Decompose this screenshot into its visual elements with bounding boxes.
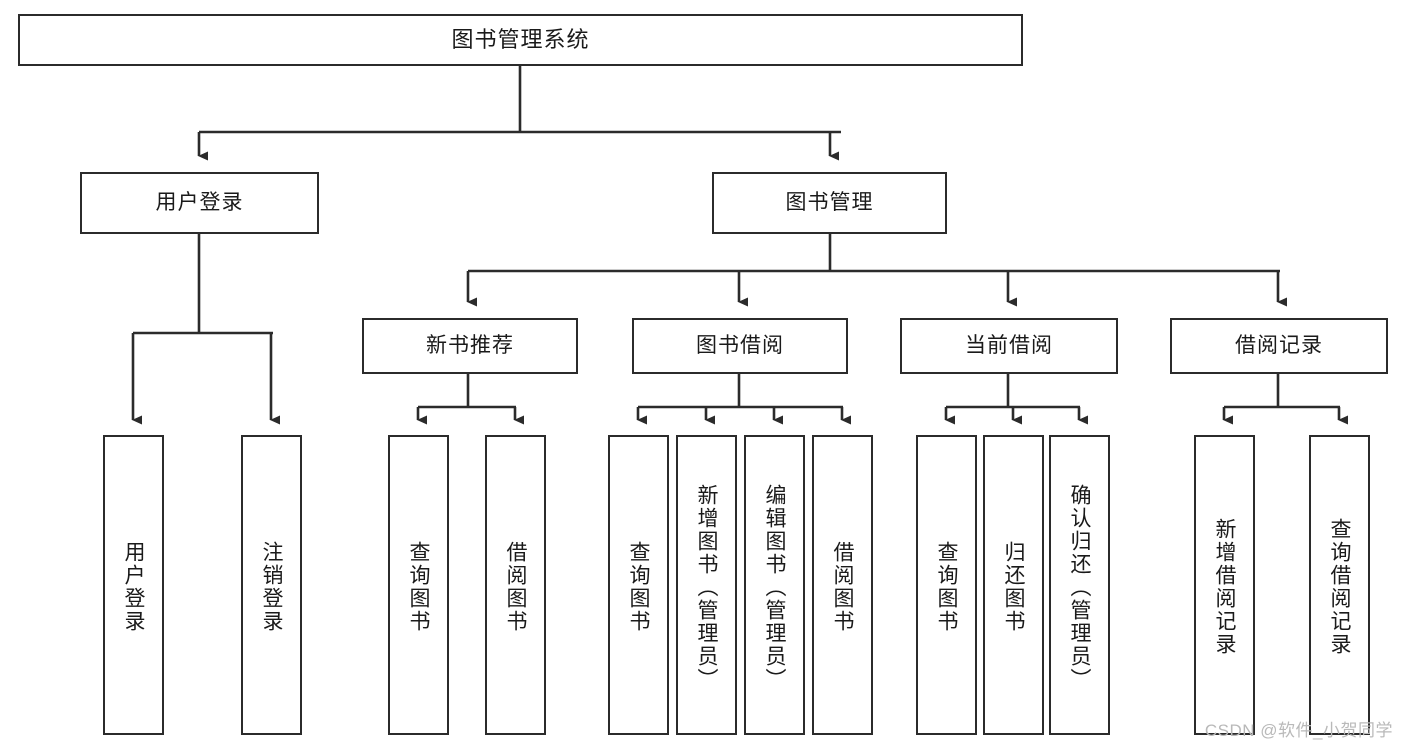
leaf-current-borrow-return[interactable]: 归还图书: [983, 435, 1044, 735]
leaf-new-book-query-label: 查询图书: [407, 541, 430, 633]
leaf-user-login-signin-label: 用户登录: [122, 541, 145, 633]
leaf-current-borrow-confirm-return-label: 确认归还（管理员）: [1068, 483, 1091, 691]
node-borrow-record[interactable]: 借阅记录: [1170, 318, 1388, 374]
leaf-borrow-record-query[interactable]: 查询借阅记录: [1309, 435, 1370, 735]
leaf-user-login-signout[interactable]: 注销登录: [241, 435, 302, 735]
node-user-login-label: 用户登录: [155, 191, 244, 215]
node-root-system[interactable]: 图书管理系统: [18, 14, 1023, 66]
node-current-borrow-label: 当前借阅: [965, 334, 1053, 358]
node-borrow-record-label: 借阅记录: [1235, 334, 1323, 358]
leaf-borrow-record-add-label: 新增借阅记录: [1213, 518, 1236, 656]
leaf-new-book-borrow-label: 借阅图书: [504, 541, 527, 633]
leaf-borrow-record-query-label: 查询借阅记录: [1328, 518, 1351, 656]
leaf-book-borrow-query[interactable]: 查询图书: [608, 435, 669, 735]
leaf-book-borrow-lend[interactable]: 借阅图书: [812, 435, 873, 735]
node-book-management[interactable]: 图书管理: [712, 172, 947, 234]
node-current-borrow[interactable]: 当前借阅: [900, 318, 1118, 374]
node-user-login[interactable]: 用户登录: [80, 172, 319, 234]
leaf-user-login-signin[interactable]: 用户登录: [103, 435, 164, 735]
leaf-current-borrow-return-label: 归还图书: [1002, 541, 1025, 633]
leaf-book-borrow-add-label: 新增图书（管理员）: [695, 483, 718, 691]
node-new-book-recommend-label: 新书推荐: [426, 334, 514, 358]
leaf-book-borrow-add[interactable]: 新增图书（管理员）: [676, 435, 737, 735]
node-book-borrow[interactable]: 图书借阅: [632, 318, 848, 374]
leaf-user-login-signout-label: 注销登录: [260, 541, 283, 633]
csdn-watermark: CSDN @软件_小贺同学: [1204, 721, 1393, 740]
node-book-management-label: 图书管理: [785, 191, 874, 215]
leaf-book-borrow-lend-label: 借阅图书: [831, 541, 854, 633]
leaf-book-borrow-edit-label: 编辑图书（管理员）: [763, 483, 786, 691]
leaf-book-borrow-edit[interactable]: 编辑图书（管理员）: [744, 435, 805, 735]
leaf-current-borrow-confirm-return[interactable]: 确认归还（管理员）: [1049, 435, 1110, 735]
leaf-new-book-borrow[interactable]: 借阅图书: [485, 435, 546, 735]
node-book-borrow-label: 图书借阅: [696, 334, 784, 358]
leaf-book-borrow-query-label: 查询图书: [627, 541, 650, 633]
leaf-new-book-query[interactable]: 查询图书: [388, 435, 449, 735]
leaf-current-borrow-query-label: 查询图书: [935, 541, 958, 633]
node-new-book-recommend[interactable]: 新书推荐: [362, 318, 578, 374]
node-root-label: 图书管理系统: [451, 26, 590, 52]
leaf-borrow-record-add[interactable]: 新增借阅记录: [1194, 435, 1255, 735]
leaf-current-borrow-query[interactable]: 查询图书: [916, 435, 977, 735]
